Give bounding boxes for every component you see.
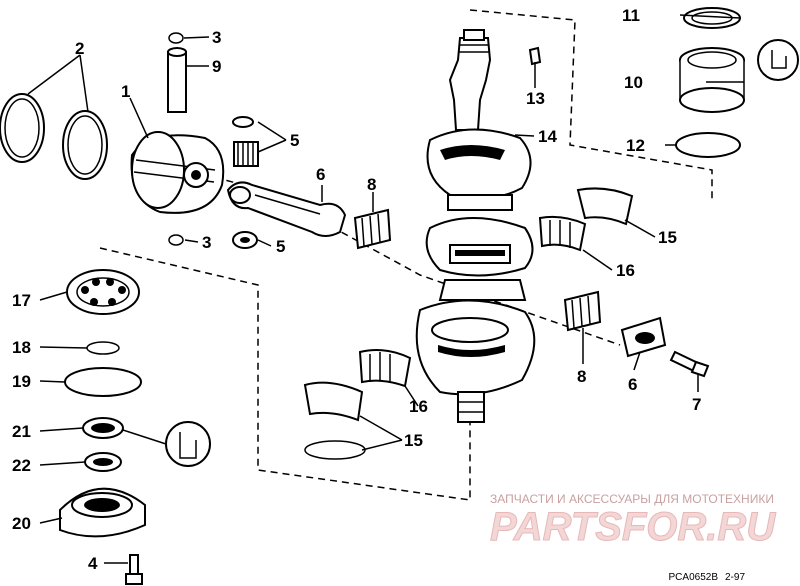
wrist-pin — [167, 47, 187, 113]
crankshaft — [415, 29, 536, 423]
callout-6-cap: 6 — [628, 375, 637, 394]
wrist-pin-bearing-upper — [232, 116, 259, 167]
key — [528, 46, 542, 66]
o-ring-19 — [64, 367, 142, 397]
watermark-logo: PARTSFOR.RU — [490, 505, 776, 549]
leader-lines — [27, 14, 744, 564]
lower-ball-bearing — [66, 269, 140, 315]
callout-15-lower: 15 — [404, 431, 423, 450]
callout-labels: 1 2 3 9 5 6 8 3 5 11 10 13 14 12 15 16 8… — [12, 6, 701, 573]
wrist-pin-washer-lower — [232, 231, 258, 249]
callout-17: 17 — [12, 291, 31, 310]
callout-4: 4 — [88, 554, 98, 573]
seal-22 — [84, 452, 122, 472]
main-bearing-cage-lower — [358, 349, 412, 388]
callout-5-upper: 5 — [290, 131, 299, 150]
piston — [130, 131, 225, 214]
callout-19: 19 — [12, 372, 31, 391]
rod-bearing-lower — [563, 290, 602, 332]
drawing-code: PCA0652B — [669, 572, 719, 583]
callout-14: 14 — [538, 127, 557, 146]
upper-o-ring — [675, 132, 741, 158]
rod-cap — [620, 316, 667, 358]
callout-18: 18 — [12, 338, 31, 357]
callout-13: 13 — [526, 89, 545, 108]
callout-16-upper: 16 — [616, 261, 635, 280]
callout-8-lower: 8 — [577, 367, 586, 386]
connecting-rod — [226, 181, 347, 237]
main-bearing-half-lower — [303, 381, 366, 460]
retaining-clip-upper — [168, 32, 184, 44]
clip-detail-icon-upper — [757, 39, 799, 81]
callout-1: 1 — [121, 82, 130, 101]
callout-15-upper: 15 — [658, 228, 677, 247]
watermark: ЗАПЧАСТИ И АКСЕССУАРЫ ДЛЯ МОТОТЕХНИКИ PA… — [490, 492, 777, 550]
rod-bearing-upper — [353, 208, 392, 250]
upper-roller-bearing — [679, 47, 745, 113]
bearing-housing — [59, 487, 146, 538]
callout-3-upper: 3 — [212, 28, 221, 47]
drawing-date: 2-97 — [725, 572, 745, 583]
callout-21: 21 — [12, 422, 31, 441]
piston-rings — [0, 93, 108, 180]
callout-22: 22 — [12, 456, 31, 475]
callout-16-lower: 16 — [409, 397, 428, 416]
callout-20: 20 — [12, 514, 31, 533]
callout-8-upper: 8 — [367, 175, 376, 194]
callout-7: 7 — [692, 395, 701, 414]
callout-5-lower: 5 — [276, 237, 285, 256]
callout-10: 10 — [624, 73, 643, 92]
housing-screw — [125, 554, 143, 585]
main-bearing-half-upper — [576, 187, 634, 226]
callout-6-rod: 6 — [316, 165, 325, 184]
callout-11: 11 — [622, 6, 640, 25]
callout-2: 2 — [75, 39, 84, 58]
retaining-ring-18 — [86, 341, 120, 355]
seal-21 — [82, 417, 124, 439]
retaining-clip-lower — [168, 234, 184, 246]
callout-12: 12 — [626, 136, 645, 155]
watermark-caption: ЗАПЧАСТИ И АКСЕССУАРЫ ДЛЯ МОТОТЕХНИКИ — [490, 492, 774, 506]
rod-bolt — [669, 350, 710, 378]
callout-3-lower: 3 — [202, 233, 211, 252]
callout-9: 9 — [212, 57, 221, 76]
main-bearing-cage-upper — [538, 215, 587, 252]
clip-detail-icon-lower — [165, 421, 211, 467]
